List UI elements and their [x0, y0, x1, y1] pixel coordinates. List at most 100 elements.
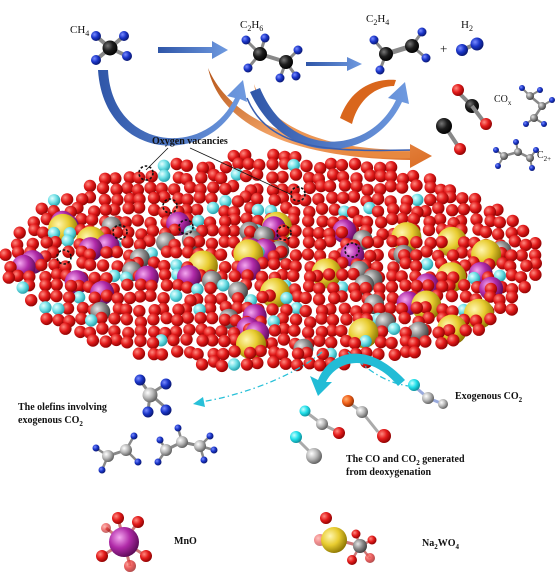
slab-atom	[133, 304, 146, 318]
slab-atom	[276, 170, 289, 184]
label-c2h6: C2H6	[240, 19, 263, 33]
slab-atom	[133, 238, 147, 252]
slab-atom	[408, 346, 421, 359]
slab-atom	[62, 291, 76, 304]
slab-atom	[108, 203, 121, 216]
slab-atom	[268, 324, 281, 337]
slab-atom	[299, 291, 312, 305]
slab-atom	[219, 161, 233, 174]
slab-atom	[313, 359, 327, 372]
slab-atom	[76, 301, 90, 315]
slab-atom	[386, 235, 399, 248]
slab-atom	[231, 292, 245, 305]
slab-atom	[2, 271, 15, 284]
slab-atom	[85, 314, 98, 327]
slab-atom	[479, 225, 493, 239]
slab-atom	[195, 358, 209, 371]
slab-atom	[75, 213, 88, 226]
molecule-cox-group	[436, 84, 492, 155]
slab-atom	[275, 348, 289, 361]
legend-na2wo4-label: Na2WO4	[422, 538, 460, 551]
slab-atom	[315, 312, 328, 325]
slab-atom	[410, 279, 423, 293]
slab-atom	[108, 312, 121, 325]
slab-atom	[287, 269, 300, 282]
slab-atom	[529, 268, 542, 281]
slab-atom	[228, 224, 241, 238]
molecule-c2h4	[369, 27, 431, 75]
pointer-line-2	[189, 147, 291, 195]
slab-atom	[172, 303, 185, 316]
slab-atom	[289, 224, 302, 238]
oxygen-vacancy-marker	[112, 224, 128, 240]
slab-atom	[387, 322, 401, 335]
slab-atom	[256, 290, 269, 304]
slab-atom	[123, 291, 137, 305]
slab-atom	[266, 303, 279, 316]
slab-atom	[181, 193, 194, 206]
label-c2plus: C2+	[537, 150, 551, 163]
slab-atom	[315, 202, 329, 215]
slab-atom	[373, 302, 386, 316]
slab-atom	[214, 248, 228, 261]
slab-atom	[181, 281, 194, 294]
slab-atom	[192, 235, 206, 248]
slab-atom	[218, 334, 231, 348]
slab-atom	[459, 290, 473, 303]
slab-atom	[505, 249, 518, 262]
slab-atom	[239, 169, 253, 183]
slab-atom	[242, 157, 255, 170]
legend-na2wo4-cluster	[314, 512, 377, 565]
slab-atom	[364, 169, 377, 182]
slab-atom	[516, 224, 530, 238]
slab-atom	[328, 292, 341, 305]
slab-atom	[157, 292, 170, 305]
slab-atom	[385, 336, 398, 350]
label-h2: H2	[461, 19, 473, 33]
slab-atom	[52, 313, 65, 327]
blue-curve-c2h6	[250, 82, 409, 150]
slab-atom	[505, 303, 518, 316]
slab-atom	[361, 183, 374, 197]
slab-atom	[203, 302, 217, 315]
slab-atom	[167, 333, 180, 347]
slab-atom	[312, 282, 326, 295]
slab-atom	[338, 179, 352, 192]
slab-atom	[385, 212, 399, 226]
slab-atom	[110, 183, 123, 196]
slab-atom	[388, 348, 401, 361]
slab-atom	[88, 291, 102, 304]
slab-atom	[192, 214, 205, 228]
slab-atom	[205, 311, 219, 325]
slab-atom	[100, 246, 113, 259]
slab-atom	[277, 322, 291, 336]
slab-atom	[133, 290, 147, 303]
slab-atom	[338, 302, 352, 315]
slab-atom	[218, 205, 231, 218]
slab-atom	[109, 172, 122, 185]
slab-atom	[83, 248, 96, 261]
slab-atom	[75, 312, 88, 325]
slab-atom	[337, 191, 350, 204]
slab-atom	[240, 358, 254, 371]
slab-atom	[39, 278, 52, 292]
slab-atom	[95, 311, 108, 325]
slab-atom	[60, 193, 74, 206]
slab-atom	[312, 293, 326, 306]
slab-atom	[219, 215, 232, 228]
exogenous-co2-molecule	[408, 379, 448, 409]
slab-atom	[98, 172, 112, 185]
slab-atom	[99, 203, 112, 216]
slab-atom	[170, 259, 183, 272]
slab-atom	[61, 302, 75, 315]
slab-atom	[303, 181, 316, 195]
slab-atom	[251, 356, 264, 370]
slab-atom	[85, 213, 99, 226]
slab-atom	[121, 181, 134, 195]
slab-atom	[303, 171, 316, 185]
slab-atom	[50, 268, 64, 281]
slab-atom	[39, 301, 52, 314]
slab-atom	[313, 334, 326, 347]
slab-atom	[171, 314, 184, 327]
slab-atom	[219, 195, 232, 208]
